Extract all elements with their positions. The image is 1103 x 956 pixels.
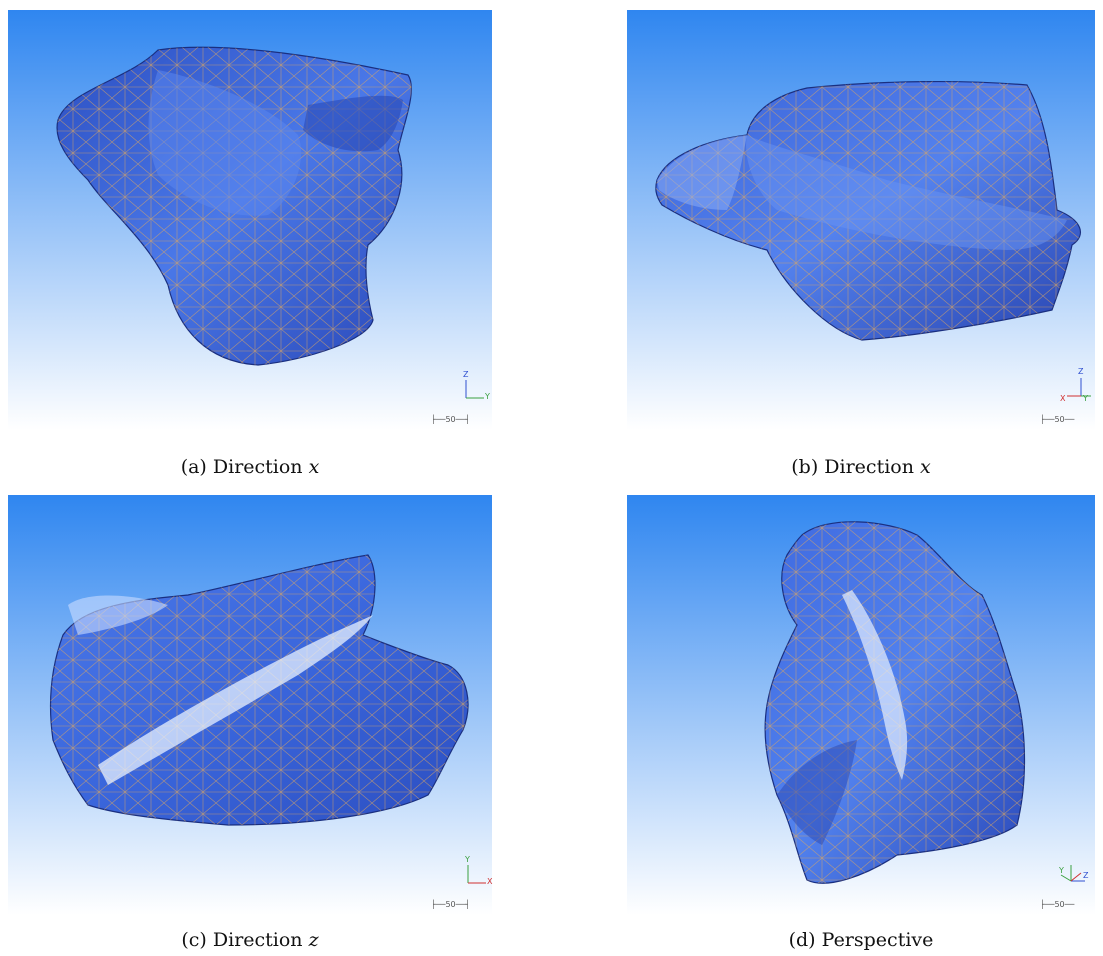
axis-icon xyxy=(467,865,486,884)
axis-up-label: Y xyxy=(465,855,470,864)
mesh-render-b xyxy=(627,10,1095,430)
axis-triad-c: Y X xyxy=(462,855,493,887)
axis-right-label: Z xyxy=(1083,871,1089,880)
render-viewport-b xyxy=(627,10,1095,430)
mesh-render-c xyxy=(8,495,492,915)
scale-label: 50 xyxy=(1054,415,1065,424)
axis-triad-b: Z X Y xyxy=(1059,367,1093,403)
scale-label: 50 xyxy=(445,900,456,909)
scale-bar-a: ├──50──┤ xyxy=(431,415,471,424)
axis-up-label: Z xyxy=(463,370,469,379)
axis-triad-a: Z Y xyxy=(460,370,490,402)
axis-left-label: X xyxy=(1060,394,1066,403)
axis-up-label: Y xyxy=(1059,866,1064,875)
caption-text: (b) Direction xyxy=(791,456,920,478)
scale-bar-c: ├──50──┤ xyxy=(431,900,471,909)
mesh-render-a xyxy=(8,10,492,430)
caption-a: (a) Direction x xyxy=(10,456,490,478)
caption-text: (c) Direction xyxy=(181,929,309,951)
render-viewport-c xyxy=(8,495,492,915)
caption-d: (d) Perspective xyxy=(621,929,1101,951)
render-viewport-d xyxy=(627,495,1095,915)
axis-right-label: Y xyxy=(485,392,490,401)
scale-bar-d: ├──50── xyxy=(1040,900,1075,909)
scale-label: 50 xyxy=(445,415,456,424)
axis-triad-d: Y Z xyxy=(1059,855,1093,887)
scale-bar-b: ├──50── xyxy=(1040,415,1075,424)
axis-up-label: Z xyxy=(1078,367,1084,376)
axis-right-label: X xyxy=(487,877,493,886)
axis-icon xyxy=(1067,378,1091,397)
caption-c: (c) Direction z xyxy=(10,929,490,951)
scale-label: 50 xyxy=(1054,900,1065,909)
caption-text: (a) Direction xyxy=(180,456,309,478)
mesh-render-d xyxy=(627,495,1095,915)
caption-variable: x xyxy=(920,456,931,478)
caption-text: (d) Perspective xyxy=(788,929,934,951)
axis-right-label: Y xyxy=(1083,394,1088,403)
axis-icon xyxy=(1060,865,1085,882)
axis-icon xyxy=(465,380,484,399)
caption-b: (b) Direction x xyxy=(621,456,1101,478)
caption-variable: x xyxy=(308,456,320,478)
caption-variable: z xyxy=(308,929,319,951)
render-viewport-a xyxy=(8,10,492,430)
